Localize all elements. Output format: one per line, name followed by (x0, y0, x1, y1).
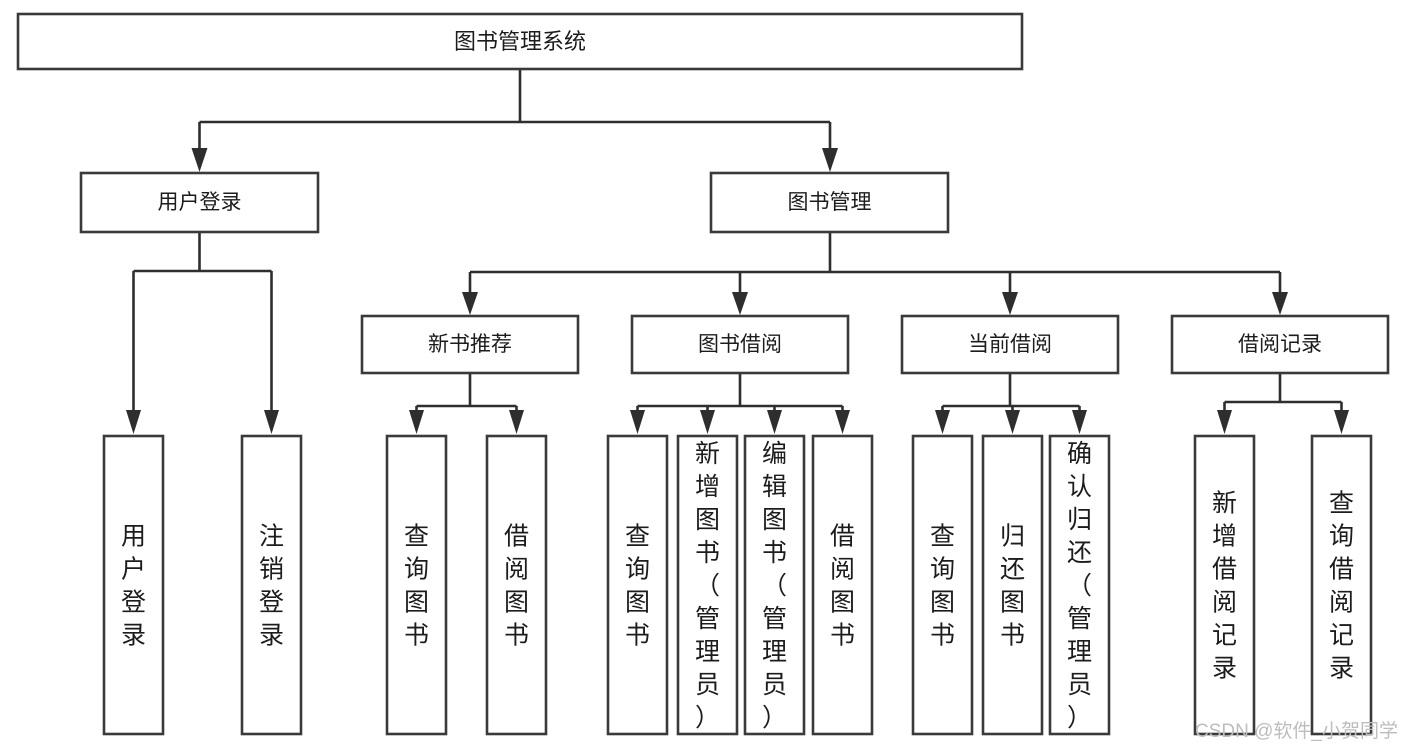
leaf-node-label: 编辑图书（管理员） (762, 440, 787, 732)
node-root-label: 图书管理系统 (454, 29, 586, 54)
node-user-login-box[interactable] (79, 171, 320, 234)
arrowhead-leaf-return-book (1005, 410, 1020, 434)
arrowhead-book-borrow (732, 292, 748, 315)
leaf-node-box[interactable] (240, 434, 303, 736)
leaf-node-leaf-confirm-return[interactable]: 确认归还（管理员） (1048, 434, 1111, 736)
node-new-book-recommend[interactable]: 新书推荐 (360, 314, 580, 375)
leaf-node-box[interactable] (102, 434, 165, 736)
leaf-node-leaf-add-borrow-record[interactable]: 新增借阅记录 (1193, 434, 1256, 736)
leaf-node-leaf-edit-book[interactable]: 编辑图书（管理员） (743, 434, 806, 736)
arrowhead-leaf-query-book-recommend (409, 410, 424, 434)
node-book-borrow[interactable]: 图书借阅 (630, 314, 850, 375)
leaf-node-layer: 用户登录 注销登录 查询图书 借阅图书 查询图书 新增图书（管理员） 编辑图书（管理员） 借阅… (102, 434, 1373, 736)
leaf-node-box[interactable] (385, 434, 448, 736)
leaf-node-box[interactable] (1048, 434, 1111, 736)
node-user-login[interactable]: 用户登录 (79, 171, 320, 234)
arrowhead-leaf-query-book-current (935, 410, 950, 434)
leaf-node-label: 借阅图书 (504, 523, 529, 650)
leaf-node-box[interactable] (981, 434, 1044, 736)
node-borrow-record[interactable]: 借阅记录 (1170, 314, 1390, 375)
leaf-node-label: 新增图书（管理员） (695, 440, 720, 732)
node-current-borrow-label: 当前借阅 (968, 333, 1052, 356)
node-book-management[interactable]: 图书管理 (709, 171, 950, 234)
leaf-node-leaf-query-book[interactable]: 查询图书 (606, 434, 669, 736)
leaf-node-label: 查询图书 (930, 523, 955, 650)
node-root-box[interactable] (16, 12, 1024, 71)
leaf-node-leaf-query-borrow-record[interactable]: 查询借阅记录 (1310, 434, 1373, 736)
arrowhead-leaf-borrow-book (835, 410, 850, 434)
arrowhead-leaf-query-book (630, 410, 645, 434)
leaf-node-box[interactable] (1310, 434, 1373, 736)
arrowhead-leaf-confirm-return (1072, 410, 1087, 434)
leaf-node-leaf-user-login[interactable]: 用户登录 (102, 434, 165, 736)
node-book-borrow-label: 图书借阅 (698, 333, 782, 356)
node-root[interactable]: 图书管理系统 (16, 12, 1024, 71)
arrowhead-leaf-edit-book (767, 410, 782, 434)
leaf-node-box[interactable] (911, 434, 974, 736)
csdn-watermark: CSDN @软件_小贺同学 (1195, 720, 1398, 742)
leaf-node-label: 查询借阅记录 (1329, 490, 1354, 683)
node-book-management-box[interactable] (709, 171, 950, 234)
leaf-node-leaf-add-book[interactable]: 新增图书（管理员） (676, 434, 739, 736)
node-current-borrow-box[interactable] (900, 314, 1120, 375)
arrowhead-leaf-borrow-book-recommend (509, 410, 524, 434)
leaf-node-label: 注销登录 (259, 523, 284, 650)
leaf-node-label: 查询图书 (404, 523, 429, 650)
leaf-node-label: 归还图书 (1000, 523, 1025, 650)
leaf-node-box[interactable] (811, 434, 874, 736)
leaf-node-leaf-query-book-current[interactable]: 查询图书 (911, 434, 974, 736)
leaf-node-label: 确认归还（管理员） (1067, 440, 1092, 732)
arrowhead-borrow-record (1272, 292, 1288, 315)
node-new-book-recommend-box[interactable] (360, 314, 580, 375)
arrowhead-leaf-add-book (700, 410, 715, 434)
arrowhead-leaf-logout (264, 410, 279, 434)
leaf-node-label: 借阅图书 (830, 523, 855, 650)
leaf-node-box[interactable] (1193, 434, 1256, 736)
leaf-node-box[interactable] (485, 434, 548, 736)
leaf-node-leaf-logout[interactable]: 注销登录 (240, 434, 303, 736)
leaf-node-leaf-query-book-recommend[interactable]: 查询图书 (385, 434, 448, 736)
arrowhead-current-borrow (1002, 292, 1018, 315)
connector-layer (126, 69, 1349, 434)
arrowhead-user-login (191, 148, 208, 172)
leaf-node-leaf-return-book[interactable]: 归还图书 (981, 434, 1044, 736)
arrowhead-book-management (822, 148, 838, 172)
arrowhead-leaf-query-borrow-record (1334, 410, 1349, 434)
node-new-book-recommend-label: 新书推荐 (428, 333, 512, 356)
leaf-node-label: 查询图书 (625, 523, 650, 650)
leaf-node-label: 用户登录 (121, 523, 146, 650)
leaf-node-label: 新增借阅记录 (1212, 490, 1237, 683)
leaf-node-box[interactable] (743, 434, 806, 736)
leaf-node-leaf-borrow-book-recommend[interactable]: 借阅图书 (485, 434, 548, 736)
node-book-borrow-box[interactable] (630, 314, 850, 375)
leaf-node-box[interactable] (676, 434, 739, 736)
node-book-management-label: 图书管理 (788, 191, 872, 214)
leaf-node-box[interactable] (606, 434, 669, 736)
node-borrow-record-box[interactable] (1170, 314, 1390, 375)
arrowhead-new-book-recommend (462, 292, 478, 315)
leaf-node-leaf-borrow-book[interactable]: 借阅图书 (811, 434, 874, 736)
arrowhead-leaf-user-login (126, 410, 141, 434)
node-current-borrow[interactable]: 当前借阅 (900, 314, 1120, 375)
node-borrow-record-label: 借阅记录 (1238, 333, 1322, 356)
arrowhead-leaf-add-borrow-record (1217, 410, 1232, 434)
node-user-login-label: 用户登录 (158, 191, 242, 214)
